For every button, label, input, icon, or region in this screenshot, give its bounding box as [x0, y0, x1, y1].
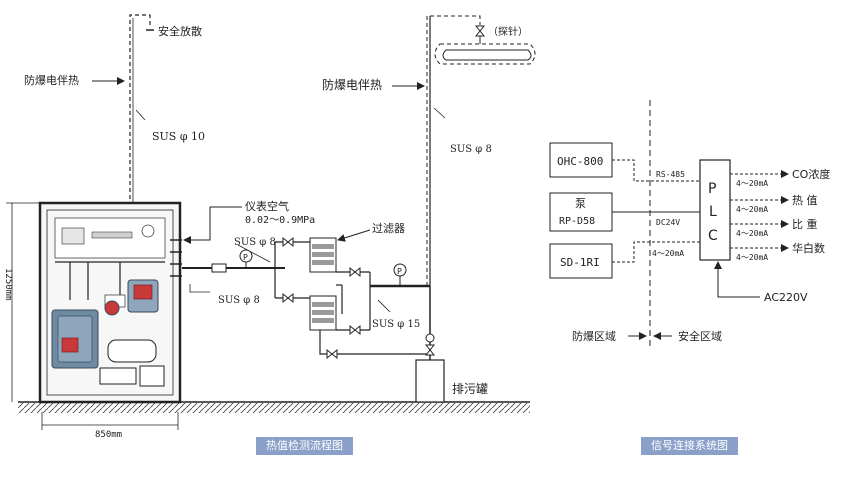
instrument-air-pressure: 0.02～0.9MPa: [245, 215, 315, 226]
filter-upper: [309, 237, 337, 273]
plc-box: [699, 159, 731, 261]
plc-letter-p: P: [708, 181, 716, 197]
rs485-label: RS-485: [656, 170, 685, 179]
power-line: [714, 261, 760, 298]
plc-letter-c: C: [708, 228, 718, 244]
output-wobbe-index: 华白数: [792, 241, 825, 255]
output-1-signal: 4～20mA: [736, 179, 768, 188]
left-process-diagram: 安全放散 防爆电伴热 SUS φ 10 1250mm 850mm: [3, 14, 536, 440]
filter-outlet-lines: [319, 266, 430, 360]
sus-15-label: SUS φ 15: [372, 319, 420, 330]
output-specific-gravity: 比 重: [792, 217, 818, 231]
analyzer-cabinet: [38, 201, 182, 404]
instrument-air-label: 仪表空气: [245, 199, 289, 213]
filter-arrow: [337, 229, 371, 242]
output-heat-value: 热 值: [792, 194, 818, 207]
height-dimension-label: 1250mm: [3, 268, 13, 301]
heat-trace-left-label: 防爆电伴热: [24, 73, 79, 87]
signal-diagram-caption: 信号连接系统图: [641, 437, 738, 455]
explosion-proof-enclosure: [51, 309, 99, 369]
analyzer-instrument: [104, 279, 159, 316]
pump-box: [549, 192, 613, 232]
sus-8-right-label: SUS φ 8: [450, 144, 492, 155]
drain-tank-label: 排污罐: [452, 382, 488, 396]
signal-connectors: [612, 159, 700, 263]
safe-zone-label: 安全区域: [678, 329, 722, 343]
dc24v-label: DC24V: [656, 218, 680, 227]
sd-signal-label: 4～20mA: [652, 249, 684, 258]
width-dimension-label: 850mm: [95, 430, 122, 440]
sd-1ri-label: SD-1RI: [560, 256, 600, 269]
sample-line: [182, 262, 285, 273]
pump-label: 泵: [575, 197, 586, 210]
safe-vent-pipe: [129, 14, 154, 206]
probe-label: （探针）: [488, 25, 528, 38]
output-co-concentration: CO浓度: [792, 167, 830, 181]
ohc-800-label: OHC-800: [557, 155, 603, 168]
explosion-zone-label: 防爆区域: [572, 329, 616, 343]
pressure-gauge-2: [393, 263, 407, 277]
drain-tank: [415, 359, 445, 403]
pressure-gauge-1: [239, 249, 253, 263]
filter-lower: [309, 295, 337, 331]
probe-pipe: [426, 15, 536, 286]
pressure-gauge-2-label: P: [397, 267, 402, 276]
sus-10-leader: [135, 109, 146, 121]
pump-model-label: RP-D58: [559, 216, 595, 227]
power-label: AC220V: [764, 291, 808, 304]
filter-branches: [274, 236, 310, 304]
pressure-gauge-1-label: P: [243, 253, 248, 262]
safe-vent-label: 安全放散: [158, 24, 202, 38]
instrument-air-arrow: [183, 206, 242, 244]
filter-label: 过滤器: [372, 222, 405, 235]
right-signal-diagram: OHC-800 泵 RP-D58 SD-1RI P L C RS-485 DC2…: [549, 100, 830, 348]
sd-1ri-box: [549, 243, 613, 279]
output-2-signal: 4～20mA: [736, 205, 768, 214]
ground-line: [18, 401, 530, 413]
sus-8-a-label: SUS φ 8: [234, 237, 276, 248]
output-4-signal: 4～20mA: [736, 253, 768, 262]
height-dimension: [6, 202, 40, 402]
heat-trace-right-label: 防爆电伴热: [322, 77, 382, 92]
flow-diagram-caption: 热值检测流程图: [256, 437, 353, 455]
sus-10-label: SUS φ 10: [152, 130, 205, 143]
sus-8-b-label: SUS φ 8: [218, 295, 260, 306]
plc-letter-l: L: [709, 204, 717, 220]
output-3-signal: 4～20mA: [736, 229, 768, 238]
width-dimension: [41, 412, 179, 430]
drain-line: [424, 286, 436, 360]
